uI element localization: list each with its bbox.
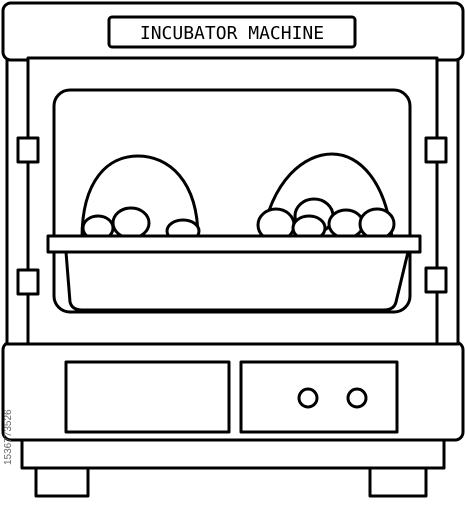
left-foot <box>34 464 90 498</box>
tray-rim-icon <box>46 234 422 254</box>
right-foot <box>368 464 428 498</box>
left-drawer-panel <box>64 360 231 434</box>
tray-basin-icon <box>64 250 410 312</box>
right-control-panel <box>239 360 399 434</box>
hinge-top-left <box>16 136 40 164</box>
left-knob-icon <box>297 387 319 409</box>
left-egg-pile-icon <box>80 154 201 244</box>
base-plate <box>20 436 446 470</box>
stock-id-text: 1536773526 <box>3 409 14 465</box>
right-knob-icon <box>346 387 368 409</box>
label-plate <box>107 15 357 49</box>
hinge-bottom-left <box>16 268 40 296</box>
hinge-bottom-right <box>424 266 448 294</box>
machine-label: INCUBATOR MACHINE <box>140 23 324 44</box>
hinge-top-right <box>424 136 448 164</box>
